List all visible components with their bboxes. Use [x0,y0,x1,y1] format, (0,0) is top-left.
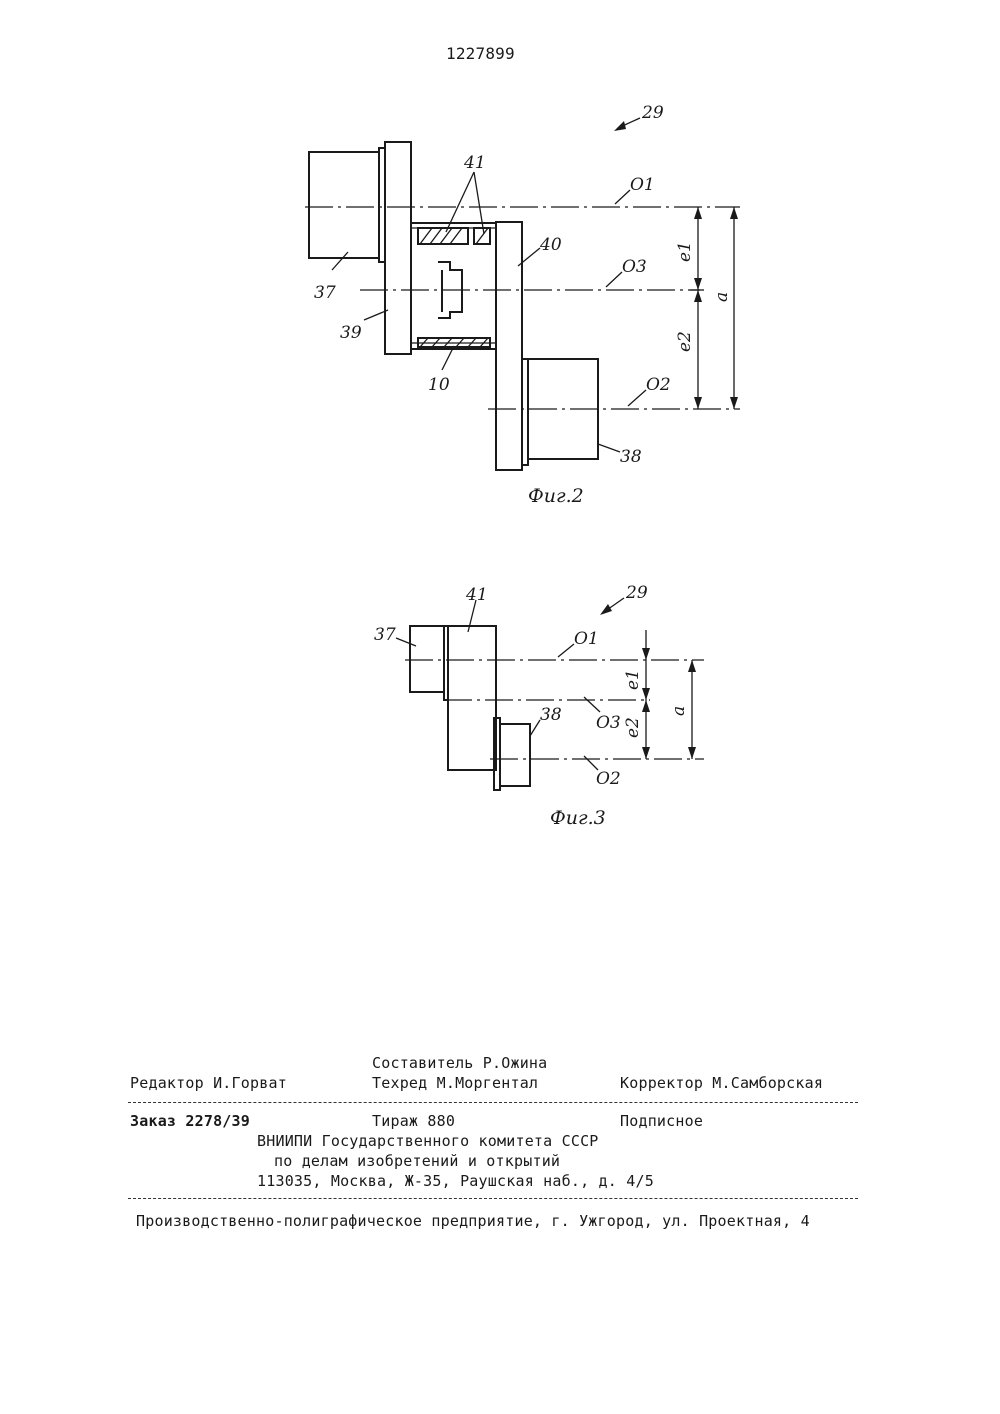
fig3-label-axis-o2: O2 [596,769,621,789]
fig3-part-37 [410,626,444,692]
label-axis-o1: O1 [630,175,655,195]
figure-3-caption: Фиг.3 [550,807,606,829]
fig3-label-dim-e1: e1 [623,669,643,690]
plate-39 [385,142,411,354]
label-axis-o2: O2 [646,375,671,395]
figure-2: 37 39 41 10 40 38 29 O1 O3 O2 e1 e2 a Фи… [305,103,740,507]
plate-40 [496,222,522,470]
fig3-label-view-29: 29 [625,583,648,603]
corrector: Корректор М.Самборская [620,1074,823,1092]
fig3-label-axis-o1: O1 [574,629,599,649]
label-41: 41 [463,153,486,173]
label-dim-e1: e1 [675,241,695,262]
label-40: 40 [539,235,562,255]
figure-3: 37 41 38 29 O1 O3 O2 e1 e2 a Фиг.3 [374,583,704,829]
fig3-coupling-41 [448,626,496,770]
printer: Производственно-полиграфическое предприя… [136,1212,810,1230]
label-dim-a: a [712,292,732,302]
org-address: 113035, Москва, Ж-35, Раушская наб., д. … [257,1172,654,1190]
fig3-label-dim-e2: e2 [623,717,643,738]
compiler: Составитель Р.Ожина [372,1054,547,1072]
label-10: 10 [428,375,450,395]
fig3-label-axis-o3: O3 [596,713,621,733]
org-line-2: по делам изобретений и открытий [274,1152,560,1170]
subscription: Подписное [620,1112,703,1130]
coupling-41 [411,223,496,349]
fig3-label-38: 38 [540,705,562,725]
label-dim-e2: e2 [675,331,695,352]
part-37-body [309,152,379,258]
figure-2-caption: Фиг.2 [528,485,584,507]
divider-top [128,1102,858,1103]
order: Заказ 2278/39 [130,1112,250,1130]
fig3-label-37: 37 [374,625,396,645]
label-axis-o3: O3 [622,257,647,277]
label-37: 37 [314,283,336,303]
label-view-29: 29 [641,103,664,123]
label-38: 38 [620,447,642,467]
fig3-label-dim-a: a [669,706,689,716]
fig3-label-41: 41 [465,585,488,605]
label-39: 39 [340,323,362,343]
circulation: Тираж 880 [372,1112,455,1130]
org-line-1: ВНИИПИ Государственного комитета СССР [257,1132,599,1150]
techred: Техред М.Моргентал [372,1074,538,1092]
editor: Редактор И.Горват [130,1074,287,1092]
hatching [420,228,488,347]
divider-bottom [128,1198,858,1199]
fig3-part-38 [500,724,530,786]
